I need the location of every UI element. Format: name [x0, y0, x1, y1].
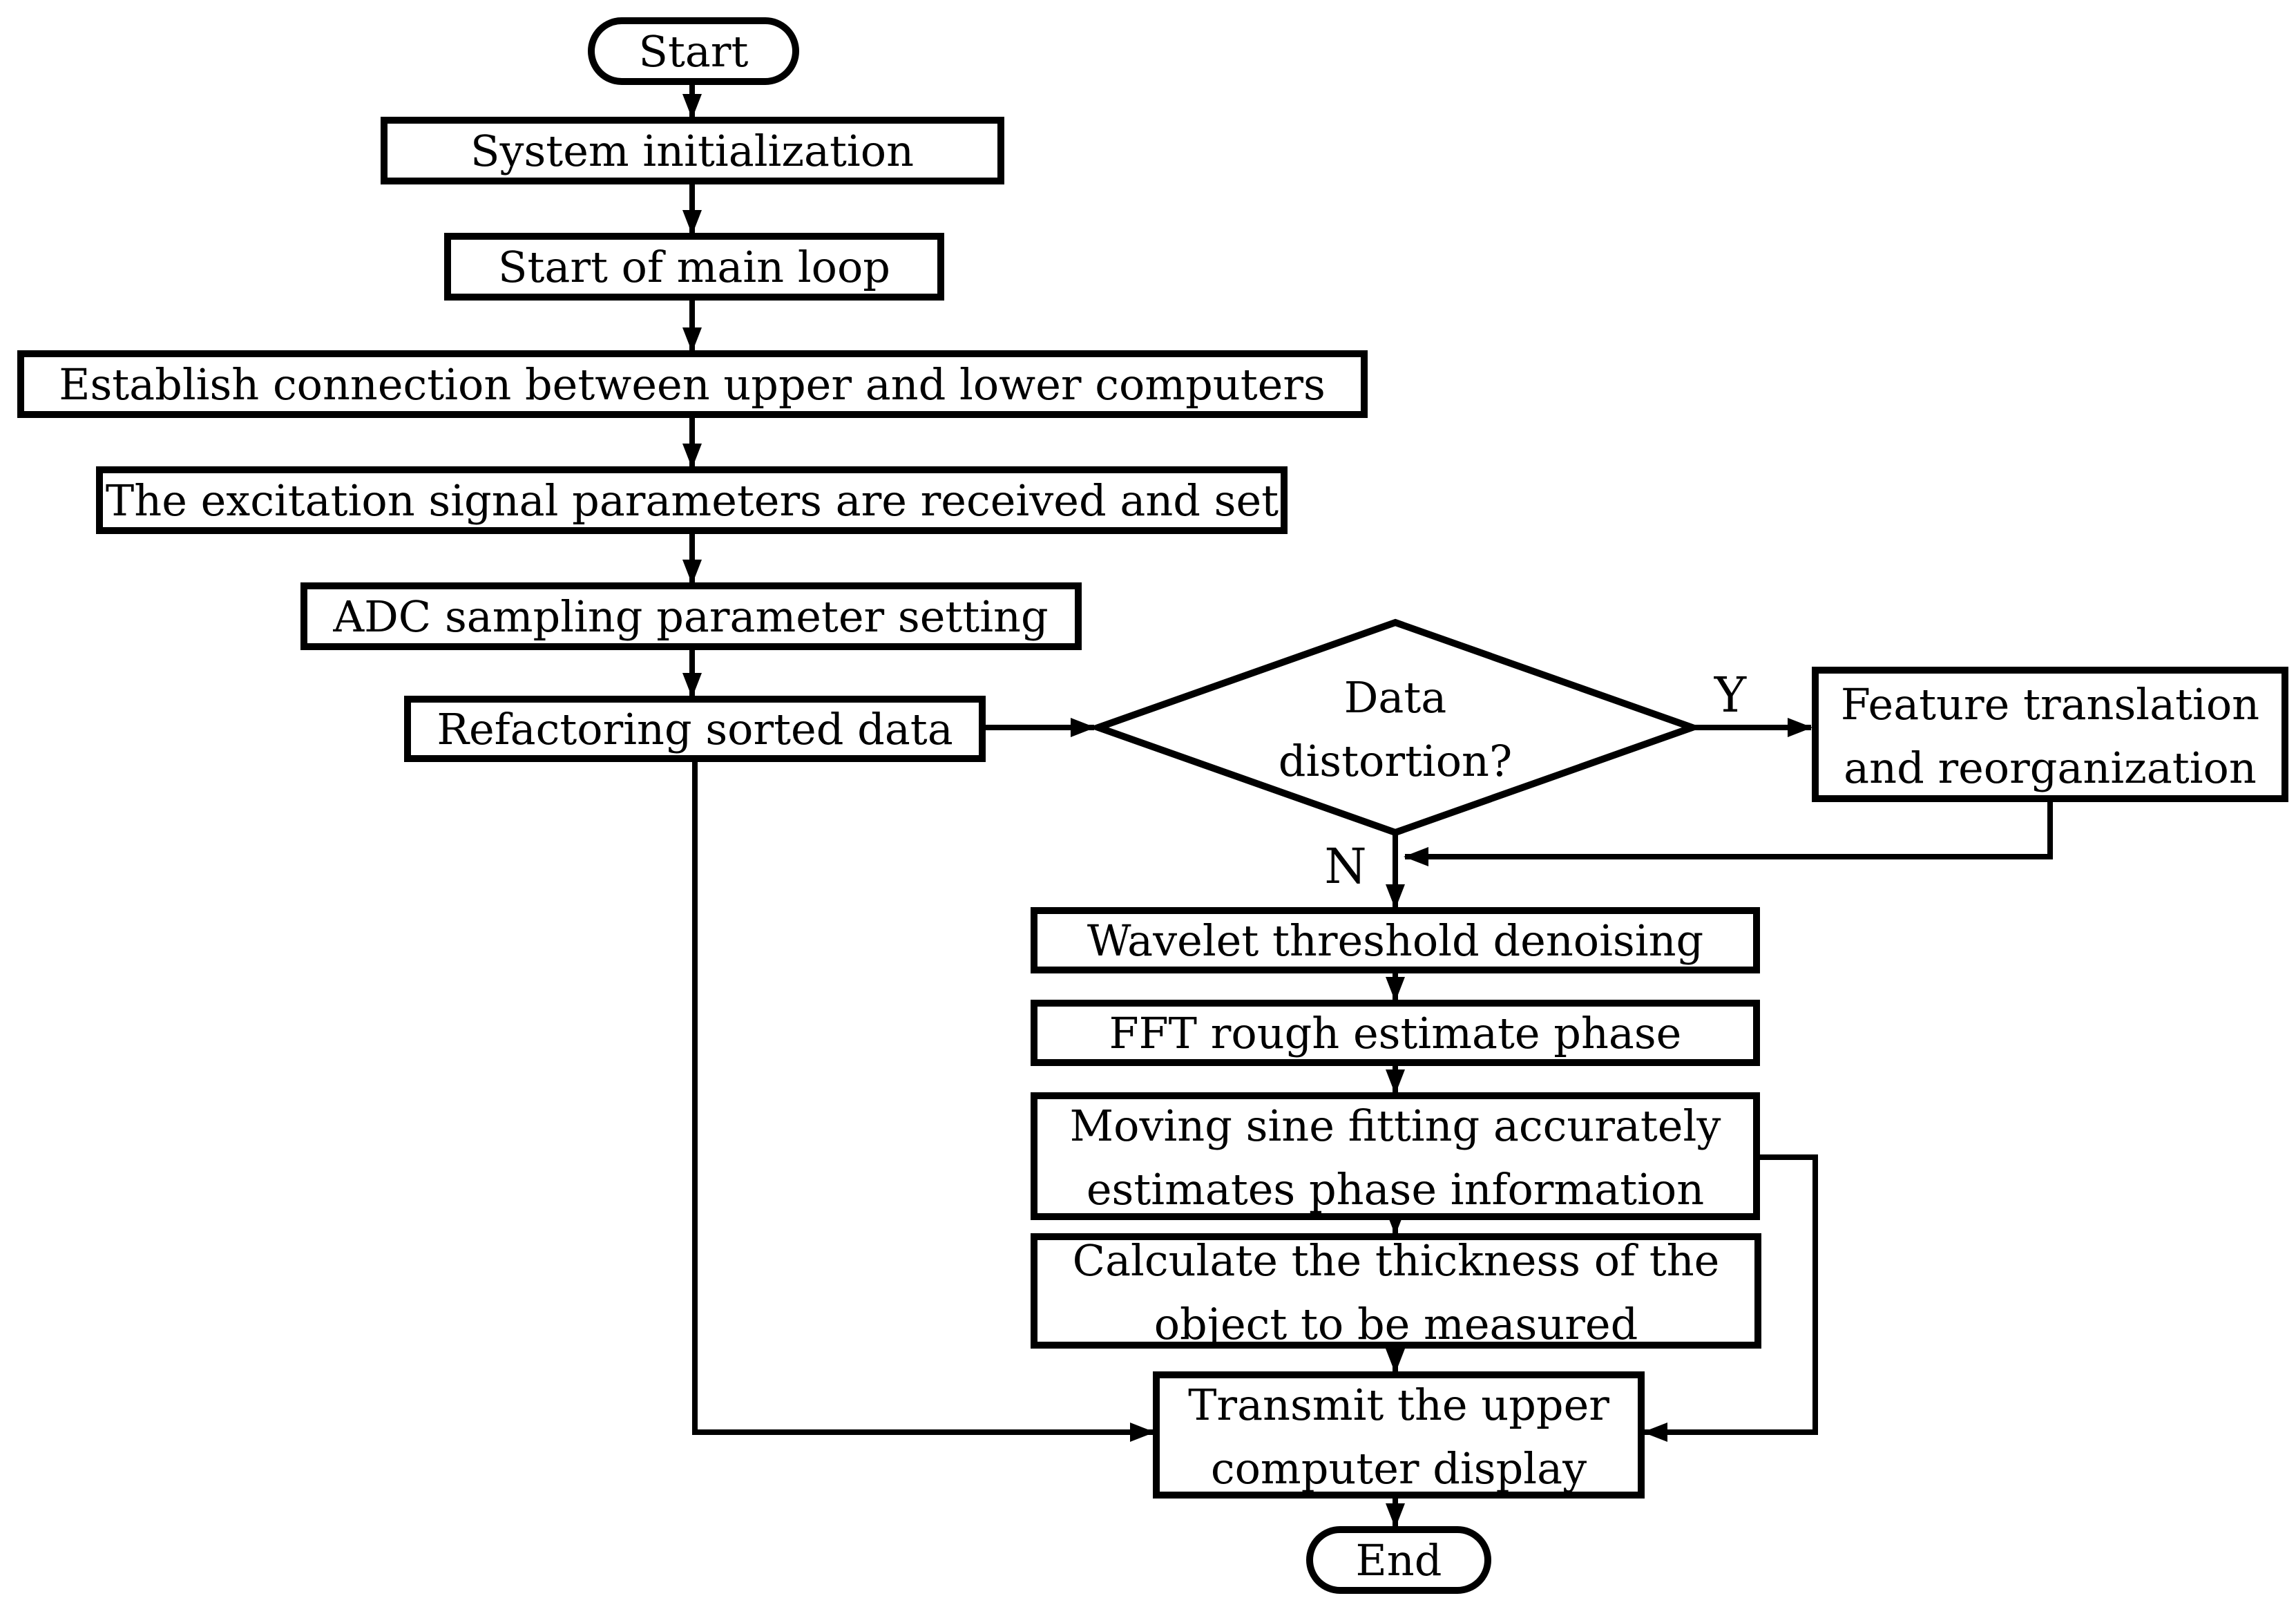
process-wavelet-denoising: [1031, 907, 1760, 973]
process-calculate-thickness-line1: Calculate the thickness of the: [1073, 1235, 1720, 1286]
branch-label-no: N: [1324, 838, 1366, 895]
process-feature-translation: [1812, 667, 2288, 802]
process-adc-sampling-label: ADC sampling parameter setting: [332, 591, 1048, 642]
process-excitation-parameters: [96, 466, 1288, 534]
process-start-of-main-loop: [444, 233, 944, 301]
process-system-initialization: [381, 117, 1004, 184]
process-calculate-thickness-line2: object to be measured: [1154, 1299, 1638, 1349]
process-excitation-parameters-label: The excitation signal parameters are rec…: [106, 475, 1279, 526]
process-fft-estimate-label: FFT rough estimate phase: [1109, 1008, 1682, 1058]
process-moving-sine-fitting-line2: estimates phase information: [1087, 1164, 1704, 1215]
process-calculate-thickness: [1031, 1233, 1761, 1349]
process-feature-translation-line2: and reorganization: [1844, 743, 2257, 793]
edge-feature-feedback-to-no-path: [1404, 799, 2053, 866]
process-adc-sampling: [300, 582, 1082, 650]
process-establish-connection: [17, 350, 1368, 418]
terminator-end-label: End: [1356, 1535, 1442, 1586]
process-system-initialization-label: System initialization: [470, 126, 914, 176]
process-refactoring-sorted-data-label: Refactoring sorted data: [437, 704, 953, 754]
process-fft-estimate: [1031, 1000, 1760, 1066]
process-wavelet-denoising-label: Wavelet threshold denoising: [1087, 915, 1703, 966]
terminator-start-label: Start: [639, 26, 749, 77]
process-transmit-display-line1: Transmit the upper: [1188, 1380, 1609, 1430]
edges: [682, 82, 2053, 1528]
branch-label-yes: Y: [1714, 667, 1747, 723]
process-start-of-main-loop-label: Start of main loop: [498, 242, 890, 292]
process-moving-sine-fitting: [1031, 1092, 1760, 1220]
terminator-start: [588, 17, 799, 85]
decision-data-distortion: [1087, 618, 1703, 837]
process-moving-sine-fitting-line1: Moving sine fitting accurately: [1070, 1101, 1721, 1151]
process-feature-translation-line1: Feature translation: [1841, 679, 2259, 730]
decision-data-distortion-line1: Data: [1344, 672, 1447, 723]
process-refactoring-sorted-data: [404, 696, 986, 762]
process-establish-connection-label: Establish connection between upper and l…: [59, 359, 1326, 410]
process-transmit-display: [1153, 1371, 1645, 1499]
process-transmit-display-line2: computer display: [1211, 1443, 1587, 1494]
edge-refactoring-to-transmit: [692, 759, 1155, 1442]
edge-moving-sine-bypass-to-transmit: [1643, 1154, 1818, 1442]
terminator-end: [1306, 1526, 1491, 1594]
nodes: Start System initialization Start of mai…: [17, 17, 2288, 1594]
decision-data-distortion-line2: distortion?: [1279, 736, 1512, 786]
